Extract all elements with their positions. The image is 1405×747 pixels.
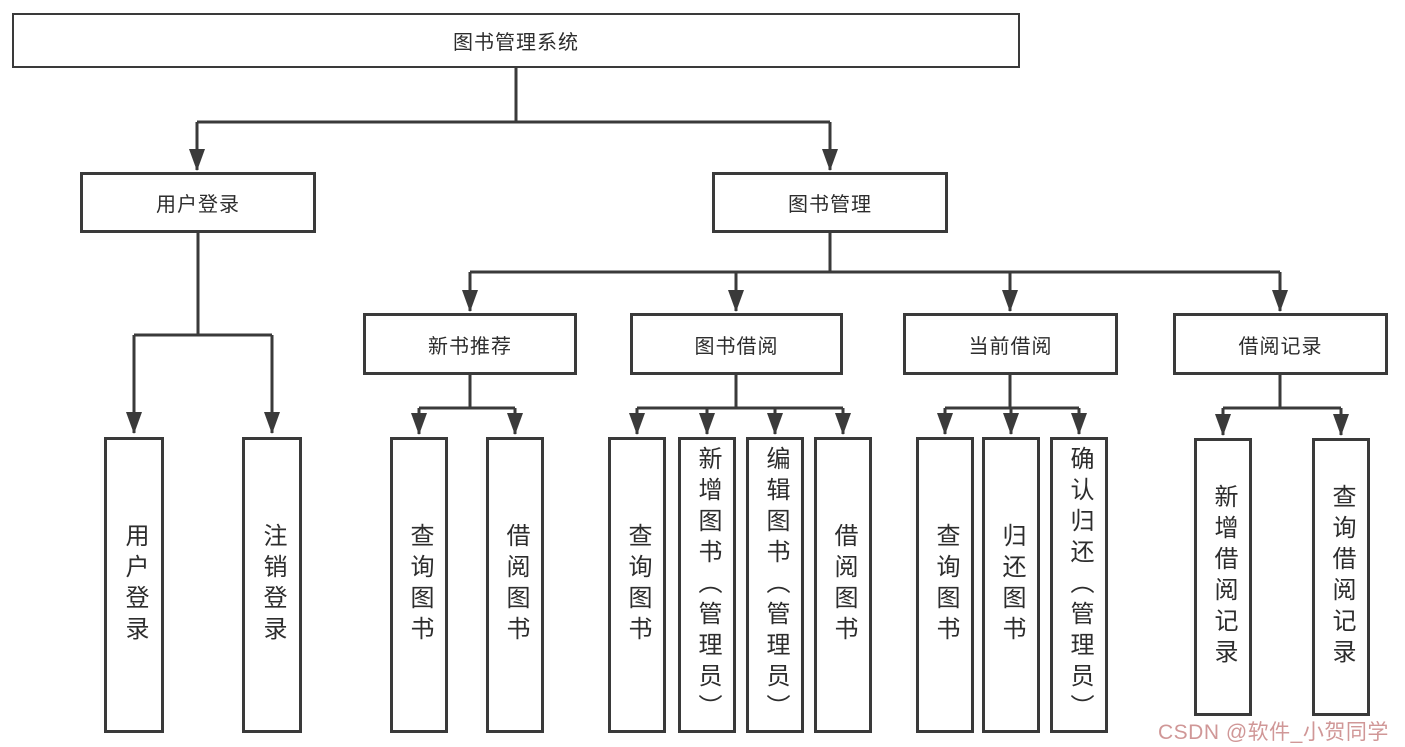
node-bb-query-books: 查询图书 <box>608 437 666 733</box>
node-user-login-branch: 用户登录 <box>80 172 316 233</box>
node-bb-add-books-admin: 新增图书（管理员） <box>678 437 736 733</box>
node-cb-confirm-return-admin: 确认归还（管理员） <box>1050 437 1108 733</box>
node-nbr-borrow-books: 借阅图书 <box>486 437 544 733</box>
node-nbr-query-books: 查询图书 <box>390 437 448 733</box>
node-cb-return-books: 归还图书 <box>982 437 1040 733</box>
node-new-book-recommend: 新书推荐 <box>363 313 577 375</box>
node-borrow-records: 借阅记录 <box>1173 313 1388 375</box>
node-user-login-leaf: 用户登录 <box>104 437 164 733</box>
node-current-borrow: 当前借阅 <box>903 313 1118 375</box>
node-br-add-record: 新增借阅记录 <box>1194 438 1252 716</box>
node-root-library-management-system: 图书管理系统 <box>12 13 1020 68</box>
node-cb-query-books: 查询图书 <box>916 437 974 733</box>
node-book-management-branch: 图书管理 <box>712 172 948 233</box>
node-book-borrow: 图书借阅 <box>630 313 843 375</box>
node-bb-borrow-books: 借阅图书 <box>814 437 872 733</box>
node-br-query-record: 查询借阅记录 <box>1312 438 1370 716</box>
node-bb-edit-books-admin: 编辑图书（管理员） <box>746 437 804 733</box>
csdn-watermark: CSDN @软件_小贺同学 <box>1158 721 1389 744</box>
node-logout-leaf: 注销登录 <box>242 437 302 733</box>
